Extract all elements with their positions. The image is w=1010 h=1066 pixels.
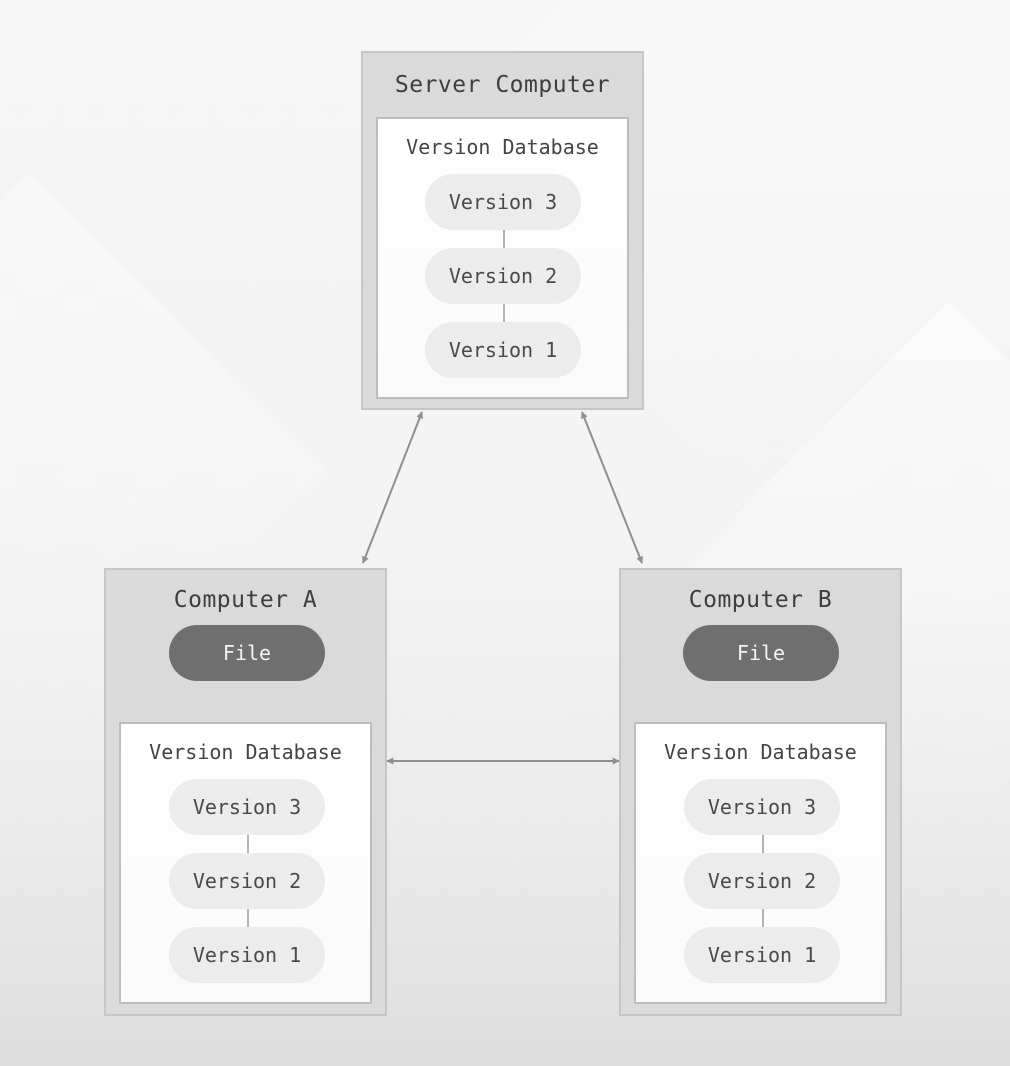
computer-b-version-link [762, 909, 764, 927]
computer-a-title: Computer A [173, 587, 318, 613]
computer-a-version-1: Version 1 [169, 927, 325, 983]
computer-b-version-database: Version Database Version 3 Version 2 Ver… [634, 722, 887, 1004]
computer-a-version-3: Version 3 [169, 779, 325, 835]
computer-a-version-link [247, 909, 249, 927]
computer-b-version-link [762, 835, 764, 853]
server-version-link [503, 304, 505, 322]
computer-a-version-link [247, 835, 249, 853]
server-version-link [503, 230, 505, 248]
server-version-database-title: Version Database [406, 135, 599, 159]
computer-b-version-1: Version 1 [684, 927, 840, 983]
computer-a-file: File [169, 625, 325, 681]
computer-b-title: Computer B [688, 587, 833, 613]
computer-b: Computer B File Version Database Version… [619, 568, 902, 1016]
server-version-3: Version 3 [425, 174, 581, 230]
computer-b-version-database-title: Version Database [664, 740, 857, 764]
computer-b-version-2: Version 2 [684, 853, 840, 909]
computer-b-file: File [683, 625, 839, 681]
server-version-1: Version 1 [425, 322, 581, 378]
computer-a-version-database-title: Version Database [149, 740, 342, 764]
server-to-computer-b-arrow [581, 411, 643, 564]
computer-a-version-2: Version 2 [169, 853, 325, 909]
server-version-2: Version 2 [425, 248, 581, 304]
computer-b-version-3: Version 3 [684, 779, 840, 835]
server-version-database: Version Database Version 3 Version 2 Ver… [376, 117, 629, 399]
server-computer-title: Server Computer [394, 72, 611, 98]
computer-a-version-database: Version Database Version 3 Version 2 Ver… [119, 722, 372, 1004]
computer-a: Computer A File Version Database Version… [104, 568, 387, 1016]
server-to-computer-a-arrow [362, 411, 423, 564]
server-computer: Server Computer Version Database Version… [361, 51, 644, 410]
